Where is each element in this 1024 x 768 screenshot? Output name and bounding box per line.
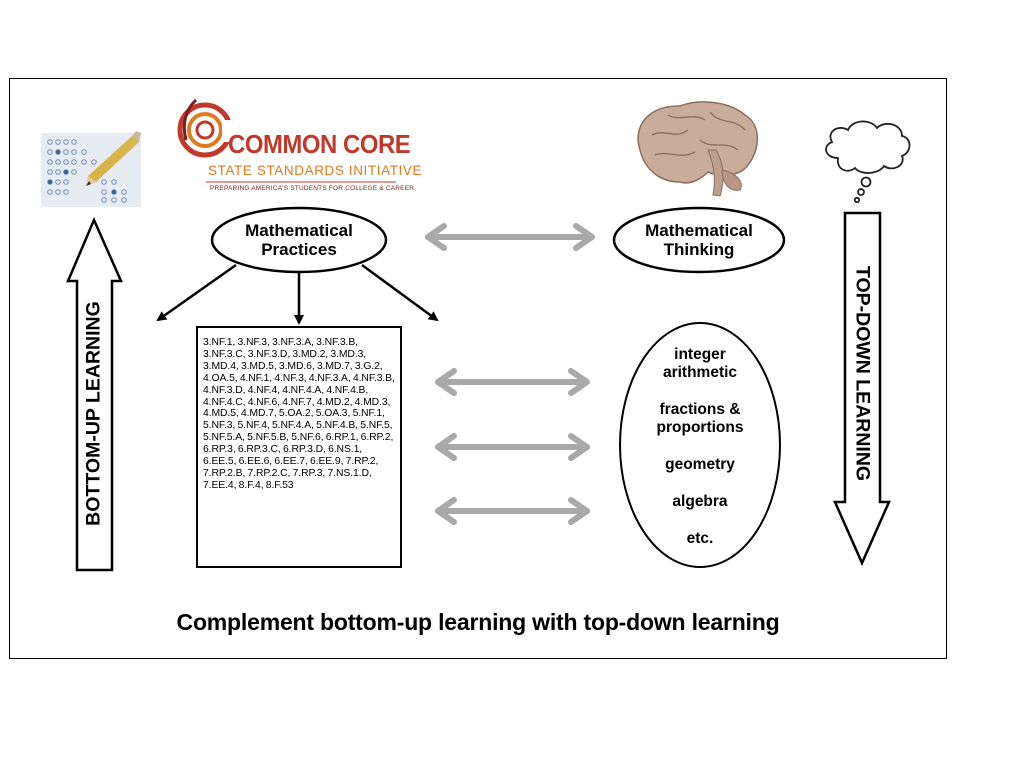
practices-node: Mathematical Practices	[214, 221, 384, 259]
topic-fractions: fractions &	[659, 401, 741, 418]
gray-double-arrow-1	[435, 368, 590, 396]
thinking-node-shape	[612, 206, 786, 274]
pencil-test-sheet-icon	[41, 131, 141, 207]
caption: Complement bottom-up learning with top-d…	[176, 609, 780, 635]
branch-arrow-right	[361, 263, 439, 322]
thinking-line2: Thinking	[663, 240, 735, 259]
topics-list: integer arithmetic fractions & proportio…	[618, 346, 782, 548]
practices-line2: Practices	[261, 240, 337, 259]
gray-double-arrow-top	[425, 223, 595, 251]
gray-double-arrow-2	[435, 433, 590, 461]
gray-double-arrow-3	[435, 497, 590, 525]
topic-geometry: geometry	[665, 456, 735, 473]
standards-list-text: 3.NF.1, 3.NF.3, 3.NF.3.A, 3.NF.3.B, 3.NF…	[203, 337, 395, 491]
top-down-label: TOP-DOWN LEARNING	[851, 265, 874, 482]
thinking-line1: Mathematical	[645, 221, 753, 240]
brain-icon	[637, 101, 759, 197]
thinking-node: Mathematical Thinking	[614, 221, 784, 259]
thought-cloud-icon	[825, 120, 911, 204]
logo-title: COMMON CORE	[228, 129, 411, 159]
bottom-up-label: BOTTOM-UP LEARNING	[82, 301, 105, 526]
logo-tagline: PREPARING AMERICA'S STUDENTS FOR COLLEGE…	[210, 185, 415, 192]
topic-algebra: algebra	[672, 493, 728, 510]
common-core-emblem-icon	[177, 98, 396, 183]
bottom-up-arrow	[66, 216, 123, 572]
logo-subtitle: STATE STANDARDS INITIATIVE	[208, 163, 423, 178]
topics-node-shape	[619, 322, 781, 568]
topic-integer: integer	[674, 346, 726, 363]
standards-list-box: 3.NF.1, 3.NF.3, 3.NF.3.A, 3.NF.3.B, 3.NF…	[196, 326, 402, 568]
topic-proportions: proportions	[656, 419, 744, 436]
topic-arithmetic: arithmetic	[662, 364, 738, 381]
practices-line1: Mathematical	[245, 221, 353, 240]
diagram-frame	[9, 78, 947, 659]
topic-etc: etc.	[686, 530, 714, 547]
branch-arrow-left	[156, 263, 237, 322]
top-down-arrow	[833, 211, 891, 567]
